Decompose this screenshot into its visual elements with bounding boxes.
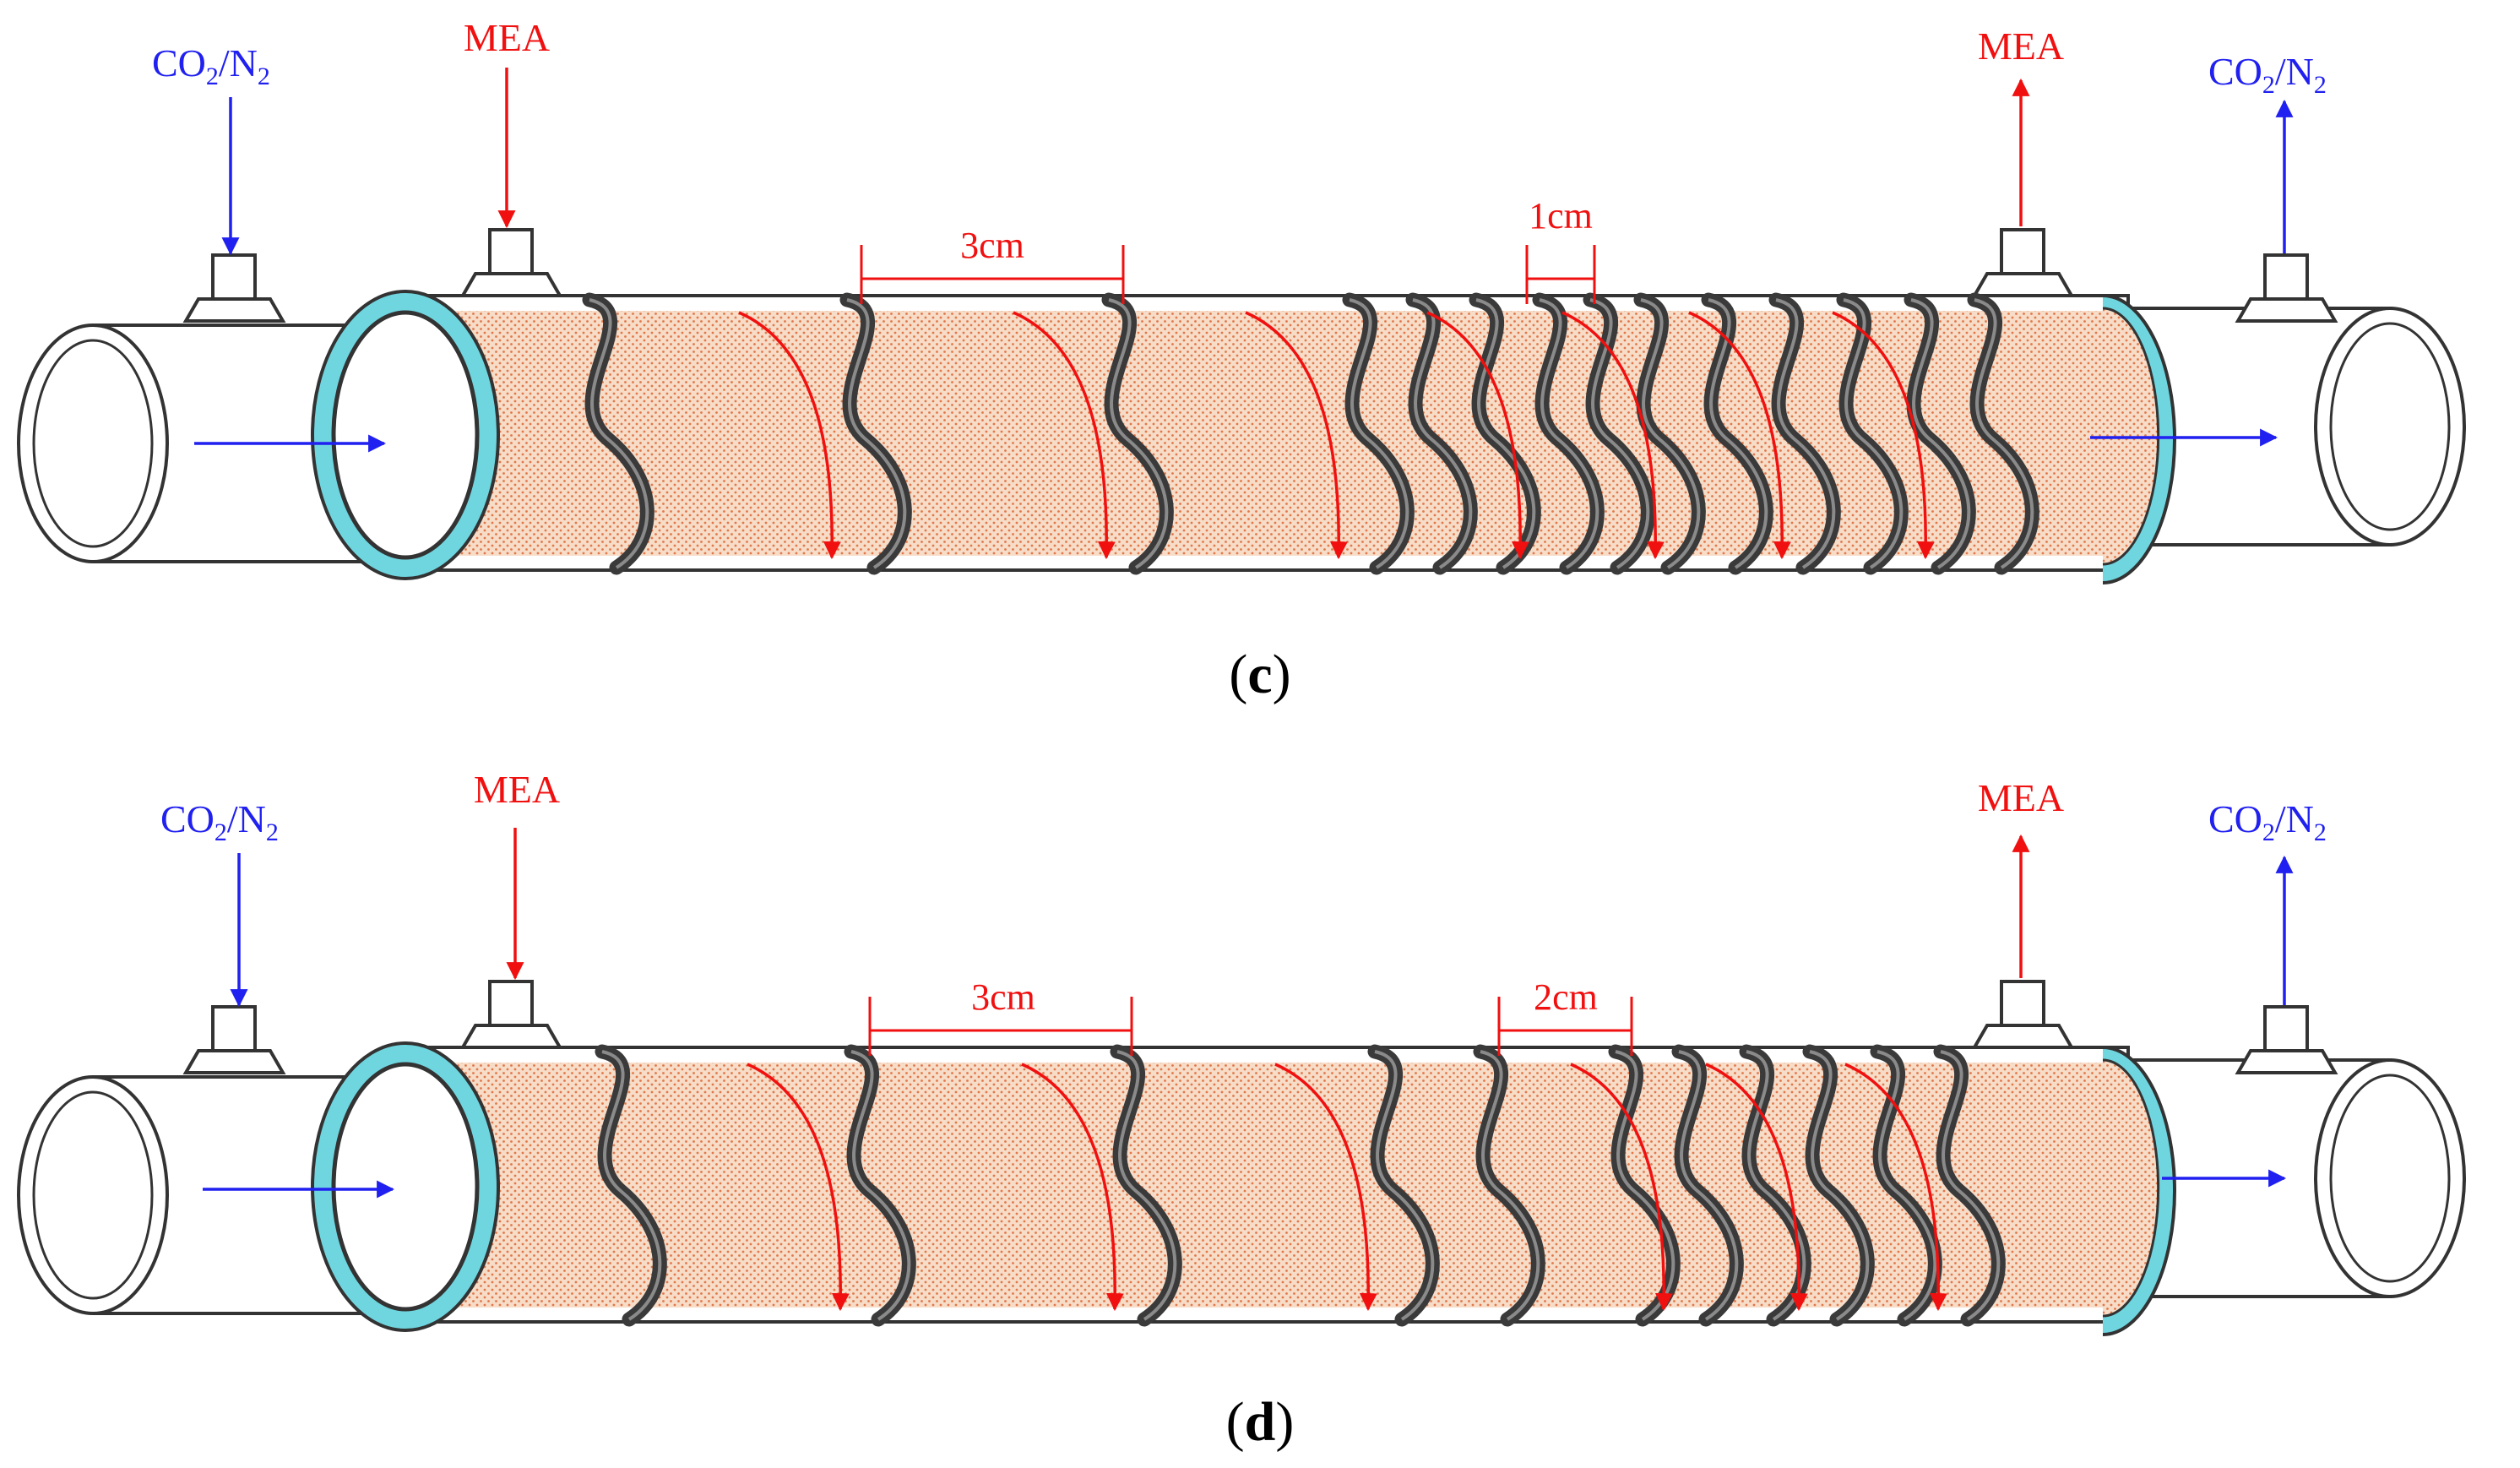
- liquid-swirl-arrow: [1245, 311, 1348, 560]
- spring-coil-highlight: [1615, 1050, 1675, 1321]
- spiral-spring: [595, 1044, 2006, 1327]
- liquid-swirl-arrow: [1013, 311, 1116, 560]
- pitch-label-2: 1cm: [1529, 195, 1593, 237]
- spring-coil-highlight: [1940, 1050, 2001, 1321]
- gas-inlet-label: CO2/N2: [152, 41, 270, 90]
- spring-coil-highlight: [1539, 298, 1599, 569]
- gas-outlet-nozzle: [2235, 1005, 2338, 1074]
- spring-coil-highlight: [1678, 1050, 1739, 1321]
- liquid-inlet-nozzle: [459, 980, 563, 1049]
- liquid-swirl-arrow: [1021, 1063, 1124, 1312]
- spring-coil-highlight: [846, 298, 907, 569]
- liquid-swirl-arrow: [1274, 1063, 1377, 1312]
- liquid-swirl-arrow: [1844, 1063, 1947, 1312]
- liquid-outlet-label: MEA: [1978, 776, 2064, 819]
- pitch-label-2: 2cm: [1534, 976, 1598, 1018]
- inlet-end-ring: [311, 290, 500, 580]
- liquid-swirl-arrows: [747, 1063, 1947, 1312]
- spring-coil-highlight: [1475, 298, 1536, 569]
- module-shell: [395, 1046, 2130, 1324]
- panel-d: 3cm 2cm CO2/N2 MEA MEA CO2/N2 (d): [17, 768, 2466, 1453]
- spring-coil-highlight: [1708, 298, 1768, 569]
- liquid-swirl-arrow: [1705, 1063, 1808, 1312]
- spring-coil-highlight: [1746, 1050, 1806, 1321]
- pitch-dimension-1: 3cm: [860, 225, 1125, 304]
- spring-coil-highlight: [1876, 1050, 1937, 1321]
- spring-coil-highlight: [1843, 298, 1904, 569]
- panel-c: 3cm 1cm CO2/N2 MEA MEA CO2/N2 (c): [17, 16, 2466, 705]
- gas-outlet-nozzle: [2235, 253, 2338, 323]
- liquid-swirl-arrow: [1688, 311, 1791, 560]
- panel-caption: (d): [1226, 1391, 1295, 1453]
- gas-inlet-label: CO2/N2: [160, 797, 279, 846]
- spiral-spring: [582, 292, 2039, 575]
- spring-coil-highlight: [1640, 298, 1701, 569]
- outlet-end-ring: [2102, 1046, 2176, 1336]
- liquid-inlet-label: MEA: [474, 768, 560, 811]
- pitch-label-1: 3cm: [971, 976, 1035, 1018]
- spring-coil-highlight: [1349, 298, 1409, 569]
- liquid-inlet-label: MEA: [464, 16, 550, 59]
- spring-coil-highlight: [589, 298, 649, 569]
- liquid-outlet-nozzle: [1971, 228, 2075, 297]
- pitch-label-1: 3cm: [960, 225, 1024, 266]
- panel-caption: (c): [1229, 644, 1290, 705]
- liquid-swirl-arrow: [1832, 311, 1935, 560]
- spring-coil-highlight: [850, 1050, 911, 1321]
- pitch-dimension-2: 1cm: [1525, 195, 1596, 304]
- liquid-outlet-label: MEA: [1978, 24, 2064, 68]
- outlet-end-ring: [2102, 294, 2176, 584]
- liquid-swirl-arrows: [738, 311, 1935, 560]
- gas-inlet-nozzle: [182, 1005, 286, 1074]
- spring-coil-highlight: [1910, 298, 1971, 569]
- right-gas-tube: [2111, 307, 2466, 546]
- inlet-end-ring: [311, 1041, 500, 1332]
- liquid-swirl-arrow: [738, 311, 841, 560]
- pitch-dimension-1: 3cm: [868, 976, 1133, 1056]
- spring-coil-highlight: [1809, 1050, 1870, 1321]
- liquid-swirl-arrow: [1426, 311, 1529, 560]
- liquid-swirl-arrow: [747, 1063, 850, 1312]
- spring-coil-highlight: [1108, 298, 1169, 569]
- spring-coil-highlight: [1974, 298, 2034, 569]
- spring-coil-highlight: [1412, 298, 1473, 569]
- liquid-swirl-arrow: [1561, 311, 1665, 560]
- liquid-swirl-arrow: [1570, 1063, 1673, 1312]
- liquid-inlet-nozzle: [459, 228, 563, 297]
- gas-inlet-nozzle: [182, 253, 286, 323]
- spring-coil-highlight: [1116, 1050, 1177, 1321]
- spring-coil-highlight: [1374, 1050, 1435, 1321]
- spring-coil-highlight: [1775, 298, 1836, 569]
- liquid-outlet-nozzle: [1971, 980, 2075, 1049]
- gas-outlet-label: CO2/N2: [2208, 797, 2327, 846]
- spring-coil-highlight: [601, 1050, 662, 1321]
- spring-coil-highlight: [1589, 298, 1650, 569]
- spring-coil-highlight: [1480, 1050, 1540, 1321]
- gas-outlet-label: CO2/N2: [2208, 50, 2327, 99]
- pitch-dimension-2: 2cm: [1497, 976, 1633, 1056]
